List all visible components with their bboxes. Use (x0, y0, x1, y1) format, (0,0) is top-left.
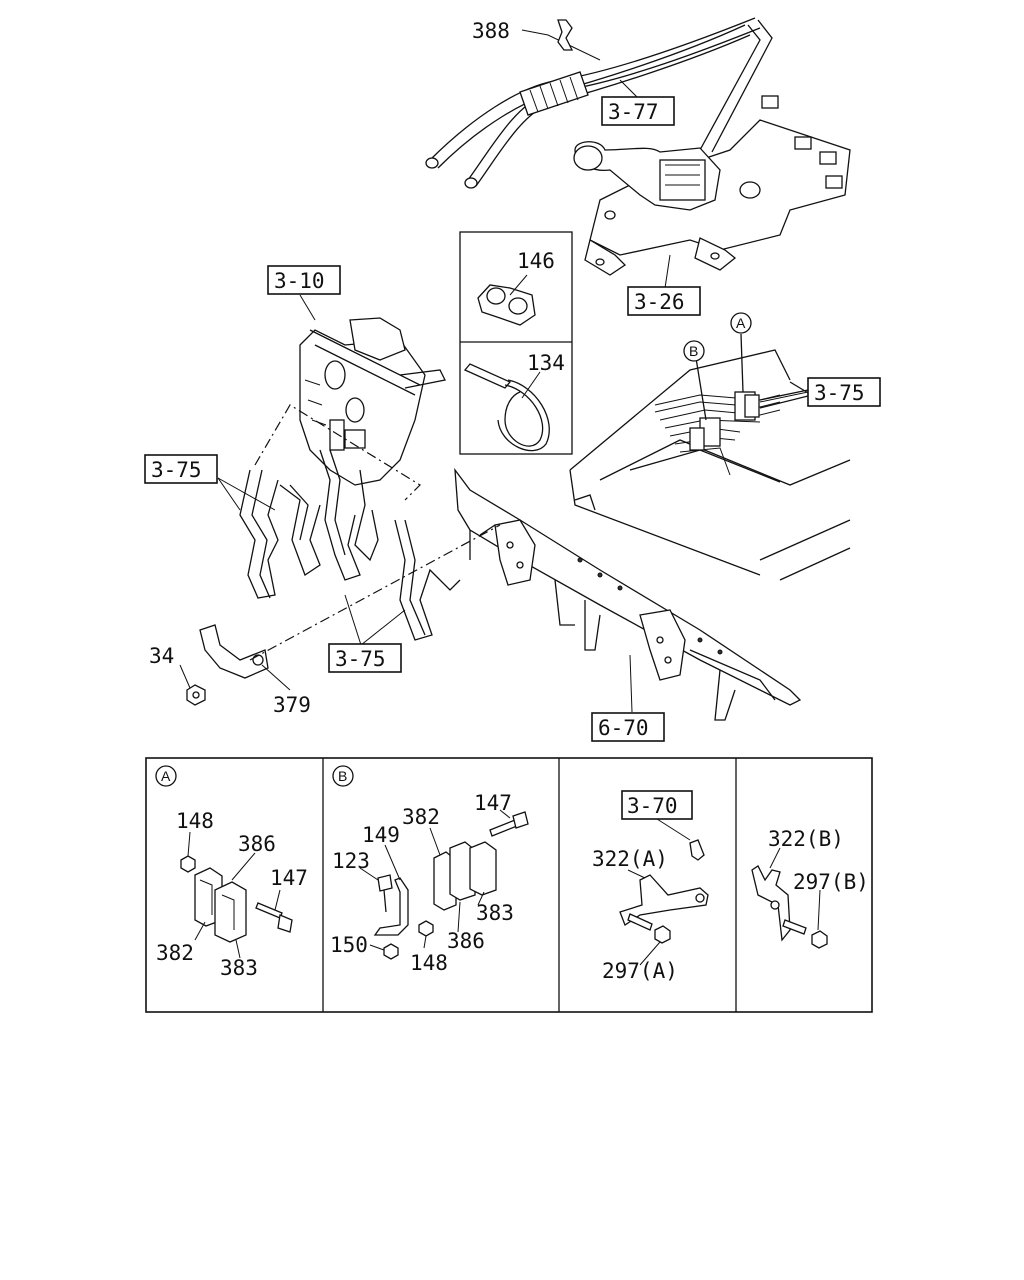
hose-assembly (425, 17, 773, 189)
fitting (689, 839, 705, 861)
left-harness (239, 404, 461, 641)
detail-a-382: 382 (156, 941, 194, 965)
detail-b-148: 148 (410, 951, 448, 975)
clamp-386-b (449, 841, 476, 901)
detail-b-147: 147 (474, 791, 512, 815)
circle-marker-b: B (683, 340, 705, 362)
ref-3-75-bottom: 3-75 (335, 647, 386, 671)
pedal-bracket-assembly (299, 317, 446, 486)
circle-a-text: A (736, 315, 746, 331)
detail-c: 3-70 322(A) 297(A) (592, 790, 709, 983)
bracket-379 (199, 524, 501, 679)
clip-and-tie-detail (459, 231, 573, 455)
detail-a: A 148 386 147 382 383 (155, 765, 308, 980)
ref-34: 34 (149, 644, 174, 668)
detail-panel-frame (145, 757, 873, 1013)
detail-b-386: 386 (447, 929, 485, 953)
bolt-297-b (782, 919, 807, 935)
ref-box-3-75-right: 3-75 (807, 377, 881, 407)
nut-148 (180, 855, 196, 873)
detail-c-322a: 322(A) (592, 847, 668, 871)
detail-b-382: 382 (402, 805, 440, 829)
ref-box-3-26: 3-26 (627, 286, 701, 316)
detail-a-383: 383 (220, 956, 258, 980)
valve-bracket-assembly (573, 95, 851, 276)
detail-a-marker: A (161, 768, 171, 784)
ref-379: 379 (273, 693, 311, 717)
cross-member (454, 467, 802, 721)
clamp-383 (214, 881, 247, 943)
detail-d-322b: 322(B) (768, 827, 844, 851)
cable-tie (463, 363, 550, 452)
ref-146: 146 (517, 249, 555, 273)
detail-b-150: 150 (330, 933, 368, 957)
nut-297-a (654, 925, 671, 944)
ref-134: 134 (527, 351, 565, 375)
bolt-147 (255, 902, 283, 919)
detail-a-147: 147 (270, 866, 308, 890)
detail-b: B 147 382 149 123 383 150 386 148 (330, 765, 529, 975)
detail-b-marker: B (338, 768, 347, 784)
detail-c-3-70: 3-70 (627, 794, 678, 818)
circle-marker-a: A (730, 312, 752, 334)
ref-box-3-77: 3-77 (601, 96, 675, 126)
ref-box-3-10: 3-10 (267, 265, 341, 295)
nut-34 (186, 684, 206, 706)
bracket-322-a (619, 874, 709, 926)
ref-3-10: 3-10 (274, 269, 325, 293)
detail-b-383: 383 (476, 901, 514, 925)
ref-6-70: 6-70 (598, 716, 649, 740)
right-frame-area (569, 333, 851, 581)
detail-c-297a: 297(A) (602, 959, 678, 983)
label-388: 388 (472, 19, 574, 51)
detail-b-123: 123 (332, 849, 370, 873)
ref-3-26: 3-26 (634, 290, 685, 314)
detail-d-297b: 297(B) (793, 870, 869, 894)
bolt-297-a (627, 913, 653, 931)
bracket-149 (373, 877, 409, 936)
detail-a-386: 386 (238, 832, 276, 856)
nut-148-b (418, 920, 434, 937)
detail-a-148: 148 (176, 809, 214, 833)
leader-lines (179, 29, 809, 713)
ref-388: 388 (472, 19, 510, 43)
ref-3-77: 3-77 (608, 100, 659, 124)
circle-b-text: B (689, 343, 698, 359)
detail-b-149: 149 (362, 823, 400, 847)
ref-box-3-75-left: 3-75 (144, 454, 218, 484)
bolt-123 (377, 874, 393, 892)
nut-297-b (811, 930, 828, 949)
nut-150 (383, 943, 399, 960)
ref-box-6-70: 6-70 (591, 712, 665, 742)
ref-box-3-75-bottom: 3-75 (328, 643, 402, 673)
hose-clip (477, 284, 536, 326)
detail-d: 322(B) 297(B) (751, 827, 869, 949)
ref-3-75-left: 3-75 (151, 458, 202, 482)
ref-3-75-right: 3-75 (814, 381, 865, 405)
clamp-383-b (469, 841, 497, 896)
